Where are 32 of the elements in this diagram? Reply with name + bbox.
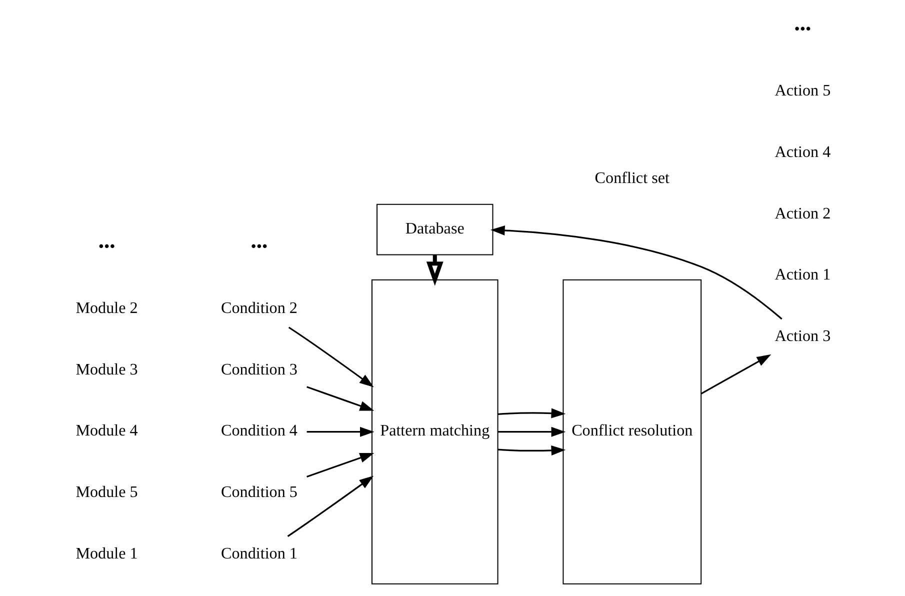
label: ••• <box>98 238 115 256</box>
node-text: Action 3 <box>774 328 830 346</box>
label: Module 2 <box>75 300 138 317</box>
arrow <box>306 426 374 437</box>
arrow <box>306 386 374 411</box>
arrow <box>306 452 374 478</box>
node-text: Condition 4 <box>220 422 297 440</box>
node-text: Condition 3 <box>220 361 297 378</box>
node-text: Condition 2 <box>220 300 297 317</box>
label: Module 4 <box>75 422 138 440</box>
node-text: Action 1 <box>774 266 830 284</box>
arrow <box>490 225 782 320</box>
node-box: Conflict resolution <box>562 279 702 584</box>
label: Conflict set <box>594 170 669 188</box>
node-text: Condition 5 <box>220 484 297 502</box>
arrow <box>497 426 566 437</box>
node-box: Pattern matching <box>370 279 498 584</box>
node-text: Condition 1 <box>220 545 297 562</box>
arrow <box>497 408 566 418</box>
label: Module 1 <box>75 545 138 562</box>
node-text: Action 5 <box>774 82 830 100</box>
node-text: Action 4 <box>774 144 830 161</box>
node-box: Database <box>376 204 493 256</box>
label: ••• <box>794 21 811 38</box>
arrow <box>286 476 374 537</box>
node-text: Action 2 <box>774 205 830 222</box>
arrow <box>497 445 566 456</box>
arrow <box>700 354 771 394</box>
arrow <box>288 326 374 388</box>
label: ••• <box>250 238 268 256</box>
label: Module 3 <box>75 361 138 378</box>
label: Module 5 <box>75 484 138 502</box>
